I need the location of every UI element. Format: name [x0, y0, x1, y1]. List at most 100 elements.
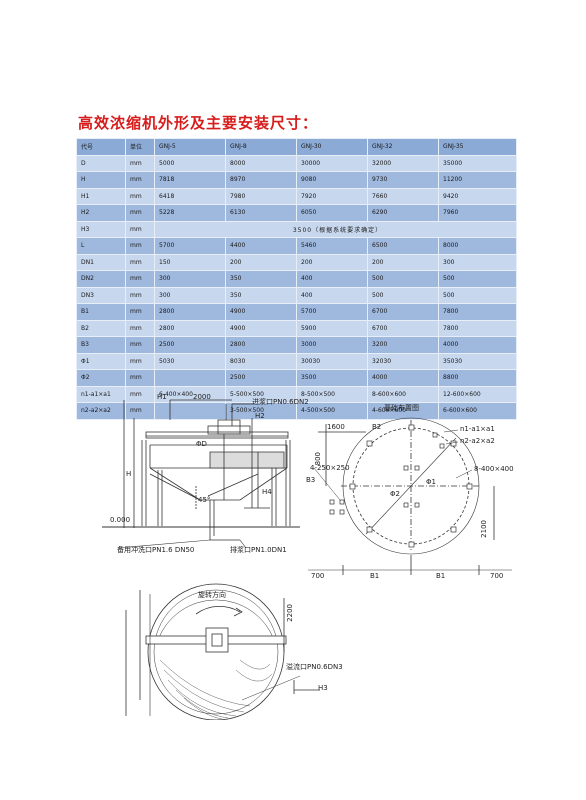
label-phi2: Φ2: [390, 490, 400, 498]
value-cell: 200: [225, 253, 297, 271]
value-cell: 200: [296, 253, 368, 271]
value-cell: 8000: [438, 237, 517, 255]
value-cell: 5030: [154, 352, 226, 370]
value-cell: 5228: [154, 204, 226, 222]
value-cell: 6500: [367, 237, 439, 255]
value-cell: 3000: [296, 336, 368, 354]
label-overflow: 溢流口PN0.6DN3: [286, 663, 343, 671]
unit-cell: mm: [125, 220, 155, 238]
span-cell: 3500（根据系统要求确定）: [154, 220, 517, 238]
code-cell: n1-a1×a1: [76, 385, 126, 403]
value-cell: 6700: [367, 303, 439, 321]
value-cell: 30030: [296, 352, 368, 370]
value-cell: 8030: [225, 352, 297, 370]
value-cell: 300: [438, 253, 517, 271]
label-2100: 2100: [480, 520, 488, 538]
code-cell: H2: [76, 204, 126, 222]
label-700-left: 700: [311, 572, 325, 580]
code-cell: B2: [76, 319, 126, 337]
value-cell: 9730: [367, 171, 439, 189]
value-cell: 35030: [438, 352, 517, 370]
code-cell: Φ2: [76, 369, 126, 387]
value-cell: 4000: [367, 369, 439, 387]
label-2000: 2000: [193, 393, 211, 401]
value-cell: 200: [367, 253, 439, 271]
label-hole-small: 4-250×250: [310, 464, 350, 472]
value-cell: 7818: [154, 171, 226, 189]
value-cell: 7960: [438, 204, 517, 222]
unit-cell: mm: [125, 352, 155, 370]
value-cell: 400: [296, 286, 368, 304]
value-cell: 4-600×600: [367, 402, 439, 420]
value-cell: 5460: [296, 237, 368, 255]
value-cell: 2800: [154, 303, 226, 321]
label-dia-d: ΦD: [196, 440, 207, 448]
unit-cell: mm: [125, 171, 155, 189]
value-cell: 6418: [154, 187, 226, 205]
code-cell: n2-a2×a2: [76, 402, 126, 420]
value-cell: 9080: [296, 171, 368, 189]
value-cell: 3-500×500: [225, 402, 297, 420]
value-cell: 300: [154, 286, 226, 304]
label-angle: 45°: [198, 496, 211, 504]
installation-drawings: [102, 399, 512, 720]
header-cell: GNJ-32: [367, 138, 439, 156]
value-cell: 2500: [225, 369, 297, 387]
code-cell: H: [76, 171, 126, 189]
value-cell: 350: [225, 286, 297, 304]
code-cell: B1: [76, 303, 126, 321]
header-cell: 代号: [76, 138, 126, 156]
code-cell: DN1: [76, 253, 126, 271]
value-cell: 7800: [438, 319, 517, 337]
value-cell: 7980: [225, 187, 297, 205]
unit-cell: mm: [125, 336, 155, 354]
value-cell: 7660: [367, 187, 439, 205]
value-cell: 150: [154, 253, 226, 271]
label-h: H: [126, 470, 132, 478]
value-cell: 2500: [154, 336, 226, 354]
value-cell: 4400: [225, 237, 297, 255]
header-cell: GNJ-30: [296, 138, 368, 156]
header-cell: GNJ-8: [225, 138, 297, 156]
label-h2: H2: [255, 412, 265, 420]
unit-cell: mm: [125, 319, 155, 337]
label-b1-left: B1: [370, 572, 380, 580]
label-b3: B3: [306, 476, 316, 484]
value-cell: 8-500×500: [296, 385, 368, 403]
value-cell: 5900: [296, 319, 368, 337]
value-cell: 7920: [296, 187, 368, 205]
value-cell: 5700: [154, 237, 226, 255]
value-cell: 8-600×600: [367, 385, 439, 403]
label-rotation: 旋转方向: [198, 591, 226, 599]
value-cell: 32030: [367, 352, 439, 370]
value-cell: 4900: [225, 319, 297, 337]
unit-cell: mm: [125, 303, 155, 321]
label-700-right: 700: [490, 572, 504, 580]
value-cell: 500: [367, 270, 439, 288]
label-foundation-title: 基础布置图: [384, 404, 419, 412]
label-flush-inlet: 备用冲洗口PN1.6 DN50: [117, 546, 195, 554]
unit-cell: mm: [125, 237, 155, 255]
value-cell: 5700: [296, 303, 368, 321]
value-cell: 6290: [367, 204, 439, 222]
value-cell: 300: [154, 270, 226, 288]
value-cell: 8000: [225, 154, 297, 172]
value-cell: 6-600×600: [438, 402, 517, 420]
code-cell: DN3: [76, 286, 126, 304]
value-cell: 2800: [225, 336, 297, 354]
unit-cell: mm: [125, 204, 155, 222]
unit-cell: mm: [125, 369, 155, 387]
label-1600: 1600: [327, 423, 345, 431]
value-cell: 500: [438, 286, 517, 304]
